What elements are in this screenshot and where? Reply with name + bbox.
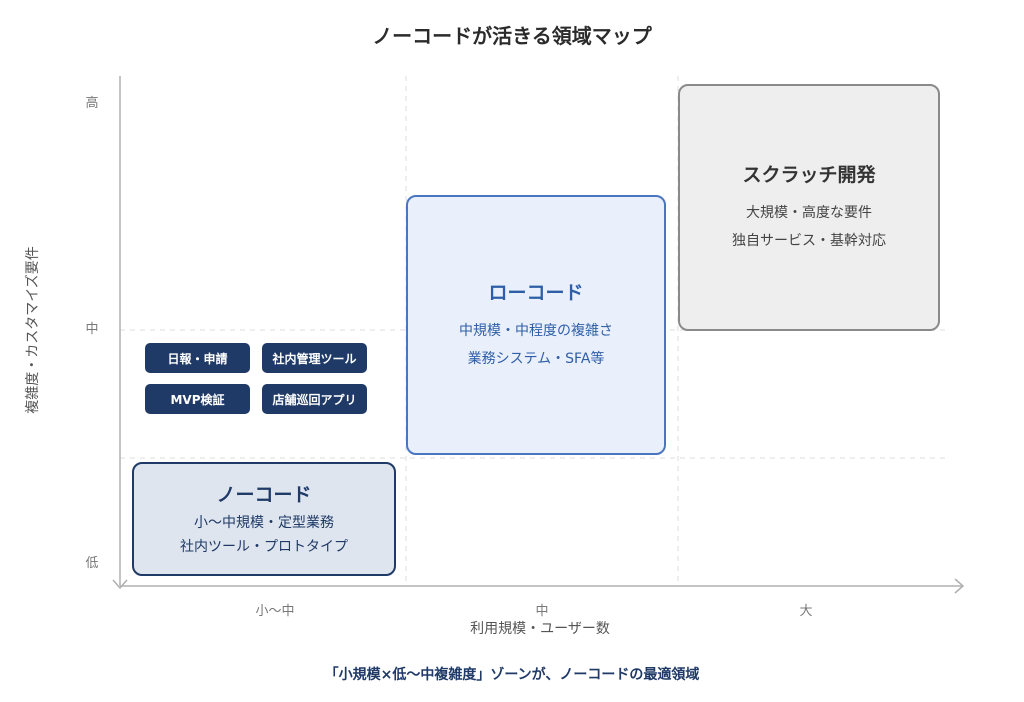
zone-nocode-line-2: 社内ツール・プロトタイプ — [180, 538, 348, 555]
y-tick-high: 高 — [85, 96, 99, 111]
zone-lowcode-line-1: 中規模・中程度の複雑さ — [459, 322, 613, 339]
x-tick-large: 大 — [799, 604, 813, 619]
x-axis-label: 利用規模・ユーザー数 — [470, 621, 610, 637]
footer-caption: 「小規模×低〜中複雑度」ゾーンが、ノーコードの最適領域 — [324, 667, 700, 683]
zone-scratch-line-2: 独自サービス・基幹対応 — [732, 233, 886, 249]
example-tag-internal-tool: 社内管理ツール — [262, 343, 367, 373]
y-axis-label: 複雑度・カスタマイズ要件 — [25, 246, 41, 414]
x-tick-small-mid: 小〜中 — [255, 604, 295, 619]
x-axis-arrow — [954, 578, 965, 594]
y-axis-arrow — [112, 579, 128, 590]
zone-scratch-title: スクラッチ開発 — [742, 164, 876, 186]
zone-scratch-line-1: 大規模・高度な要件 — [746, 205, 872, 221]
example-tag-mvp: MVP検証 — [145, 384, 250, 414]
y-tick-low: 低 — [85, 556, 99, 571]
zone-nocode-title: ノーコード — [216, 483, 312, 506]
example-tag-daily-report: 日報・申請 — [145, 343, 250, 373]
diagram-title: ノーコードが活きる領域マップ — [372, 24, 652, 48]
zone-nocode-line-1: 小〜中規模・定型業務 — [194, 514, 334, 531]
y-tick-mid: 中 — [85, 322, 99, 337]
zone-lowcode: ローコード 中規模・中程度の複雑さ 業務システム・SFA等 — [406, 195, 666, 455]
x-tick-mid: 中 — [535, 604, 549, 619]
zone-lowcode-title: ローコード — [488, 281, 584, 304]
zone-lowcode-line-2: 業務システム・SFA等 — [467, 350, 605, 367]
zone-scratch-development: スクラッチ開発 大規模・高度な要件 独自サービス・基幹対応 — [678, 84, 940, 331]
zone-nocode: ノーコード 小〜中規模・定型業務 社内ツール・プロトタイプ — [132, 462, 396, 576]
example-tag-store-patrol: 店舗巡回アプリ — [262, 384, 367, 414]
